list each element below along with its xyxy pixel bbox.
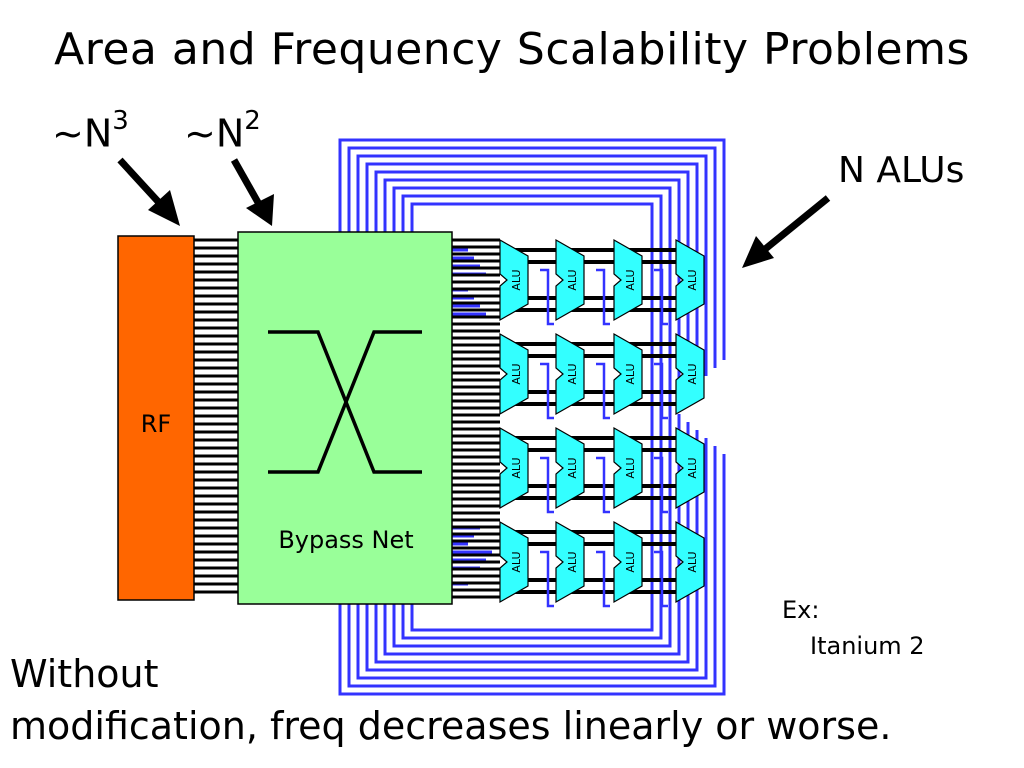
arrow-to-bypass	[230, 158, 274, 226]
alu-jumper	[654, 550, 668, 608]
alu-label: ALU	[566, 363, 579, 384]
alu-shape	[499, 426, 529, 510]
alu-shape	[555, 426, 585, 510]
alu-jumper	[654, 456, 668, 514]
bypass-alu-wires	[452, 238, 676, 608]
bypass-scaling-exponent: 2	[244, 106, 261, 136]
alu-shape	[613, 238, 643, 322]
alu-unit: ALU	[613, 426, 643, 510]
alu-unit: ALU	[555, 332, 585, 416]
rf-scaling-base: ~N	[52, 111, 113, 156]
bypass-scaling-label: ~N2	[184, 106, 261, 156]
alu-jumper	[596, 550, 610, 608]
alu-label: ALU	[566, 269, 579, 290]
alu-unit: ALU	[499, 426, 529, 510]
footnote-line-1: Without	[10, 652, 159, 696]
slide-title: Area and Frequency Scalability Problems	[54, 24, 970, 75]
crossbar-icon	[268, 330, 422, 474]
alu-label: ALU	[510, 269, 523, 290]
alu-label: ALU	[510, 551, 523, 572]
bypass-network	[237, 231, 453, 605]
alu-label: ALU	[686, 363, 699, 384]
alu-label: ALU	[624, 457, 637, 478]
alu-jumper	[540, 456, 554, 514]
alu-shape	[675, 238, 705, 322]
alu-shape	[613, 332, 643, 416]
n-alus-label: N ALUs	[838, 150, 965, 191]
alu-label: ALU	[686, 551, 699, 572]
alu-shape	[555, 238, 585, 322]
example-heading: Ex:	[782, 596, 820, 624]
register-file	[117, 235, 195, 601]
alu-unit: ALU	[675, 332, 705, 416]
alu-jumper	[654, 362, 668, 420]
alu-unit: ALU	[675, 238, 705, 322]
alu-shape	[675, 332, 705, 416]
alu-shape	[499, 238, 529, 322]
alu-shape	[675, 426, 705, 510]
alu-label: ALU	[566, 551, 579, 572]
rf-scaling-label: ~N3	[52, 106, 129, 156]
alu-jumper	[596, 362, 610, 420]
alu-jumper	[540, 268, 554, 326]
alu-shape	[675, 520, 705, 604]
alu-shape	[499, 520, 529, 604]
alu-shape	[555, 520, 585, 604]
bypass-net-label: Bypass Net	[278, 526, 413, 554]
alu-label: ALU	[686, 457, 699, 478]
alu-unit: ALU	[555, 520, 585, 604]
example-note: Ex: Itanium 2	[782, 592, 925, 664]
alu-jumper	[654, 268, 668, 326]
footnote-line-2: modification, freq decreases linearly or…	[10, 704, 892, 748]
alu-jumper	[596, 456, 610, 514]
arrow-to-alus	[742, 195, 831, 268]
alu-unit: ALU	[675, 426, 705, 510]
rf-scaling-exponent: 3	[112, 106, 129, 136]
alu-jumper	[540, 550, 554, 608]
alu-unit: ALU	[499, 520, 529, 604]
alu-label: ALU	[510, 457, 523, 478]
alu-label: ALU	[624, 269, 637, 290]
alu-unit: ALU	[499, 332, 529, 416]
alu-unit: ALU	[613, 238, 643, 322]
rf-label: RF	[141, 410, 171, 438]
arrow-to-rf	[117, 157, 180, 226]
rf-bypass-wires	[194, 238, 238, 594]
alu-jumper	[540, 362, 554, 420]
alu-shape	[613, 520, 643, 604]
alu-shape	[555, 332, 585, 416]
bypass-scaling-base: ~N	[184, 111, 245, 156]
alu-shape	[499, 332, 529, 416]
alu-unit: ALU	[555, 238, 585, 322]
alu-array: ALU ALU ALU ALU ALU ALU ALU ALU ALU ALU ALU ALU ALU A…	[499, 238, 705, 604]
alu-unit: ALU	[613, 520, 643, 604]
alu-label: ALU	[686, 269, 699, 290]
alu-label: ALU	[510, 363, 523, 384]
alu-unit: ALU	[675, 520, 705, 604]
alu-unit: ALU	[499, 238, 529, 322]
alu-jumper	[596, 268, 610, 326]
alu-unit: ALU	[555, 426, 585, 510]
alu-shape	[613, 426, 643, 510]
footnote: Without modification, freq decreases lin…	[10, 648, 891, 752]
alu-label: ALU	[566, 457, 579, 478]
alu-label: ALU	[624, 551, 637, 572]
example-processor: Itanium 2	[810, 632, 925, 660]
alu-label: ALU	[624, 363, 637, 384]
alu-unit: ALU	[613, 332, 643, 416]
